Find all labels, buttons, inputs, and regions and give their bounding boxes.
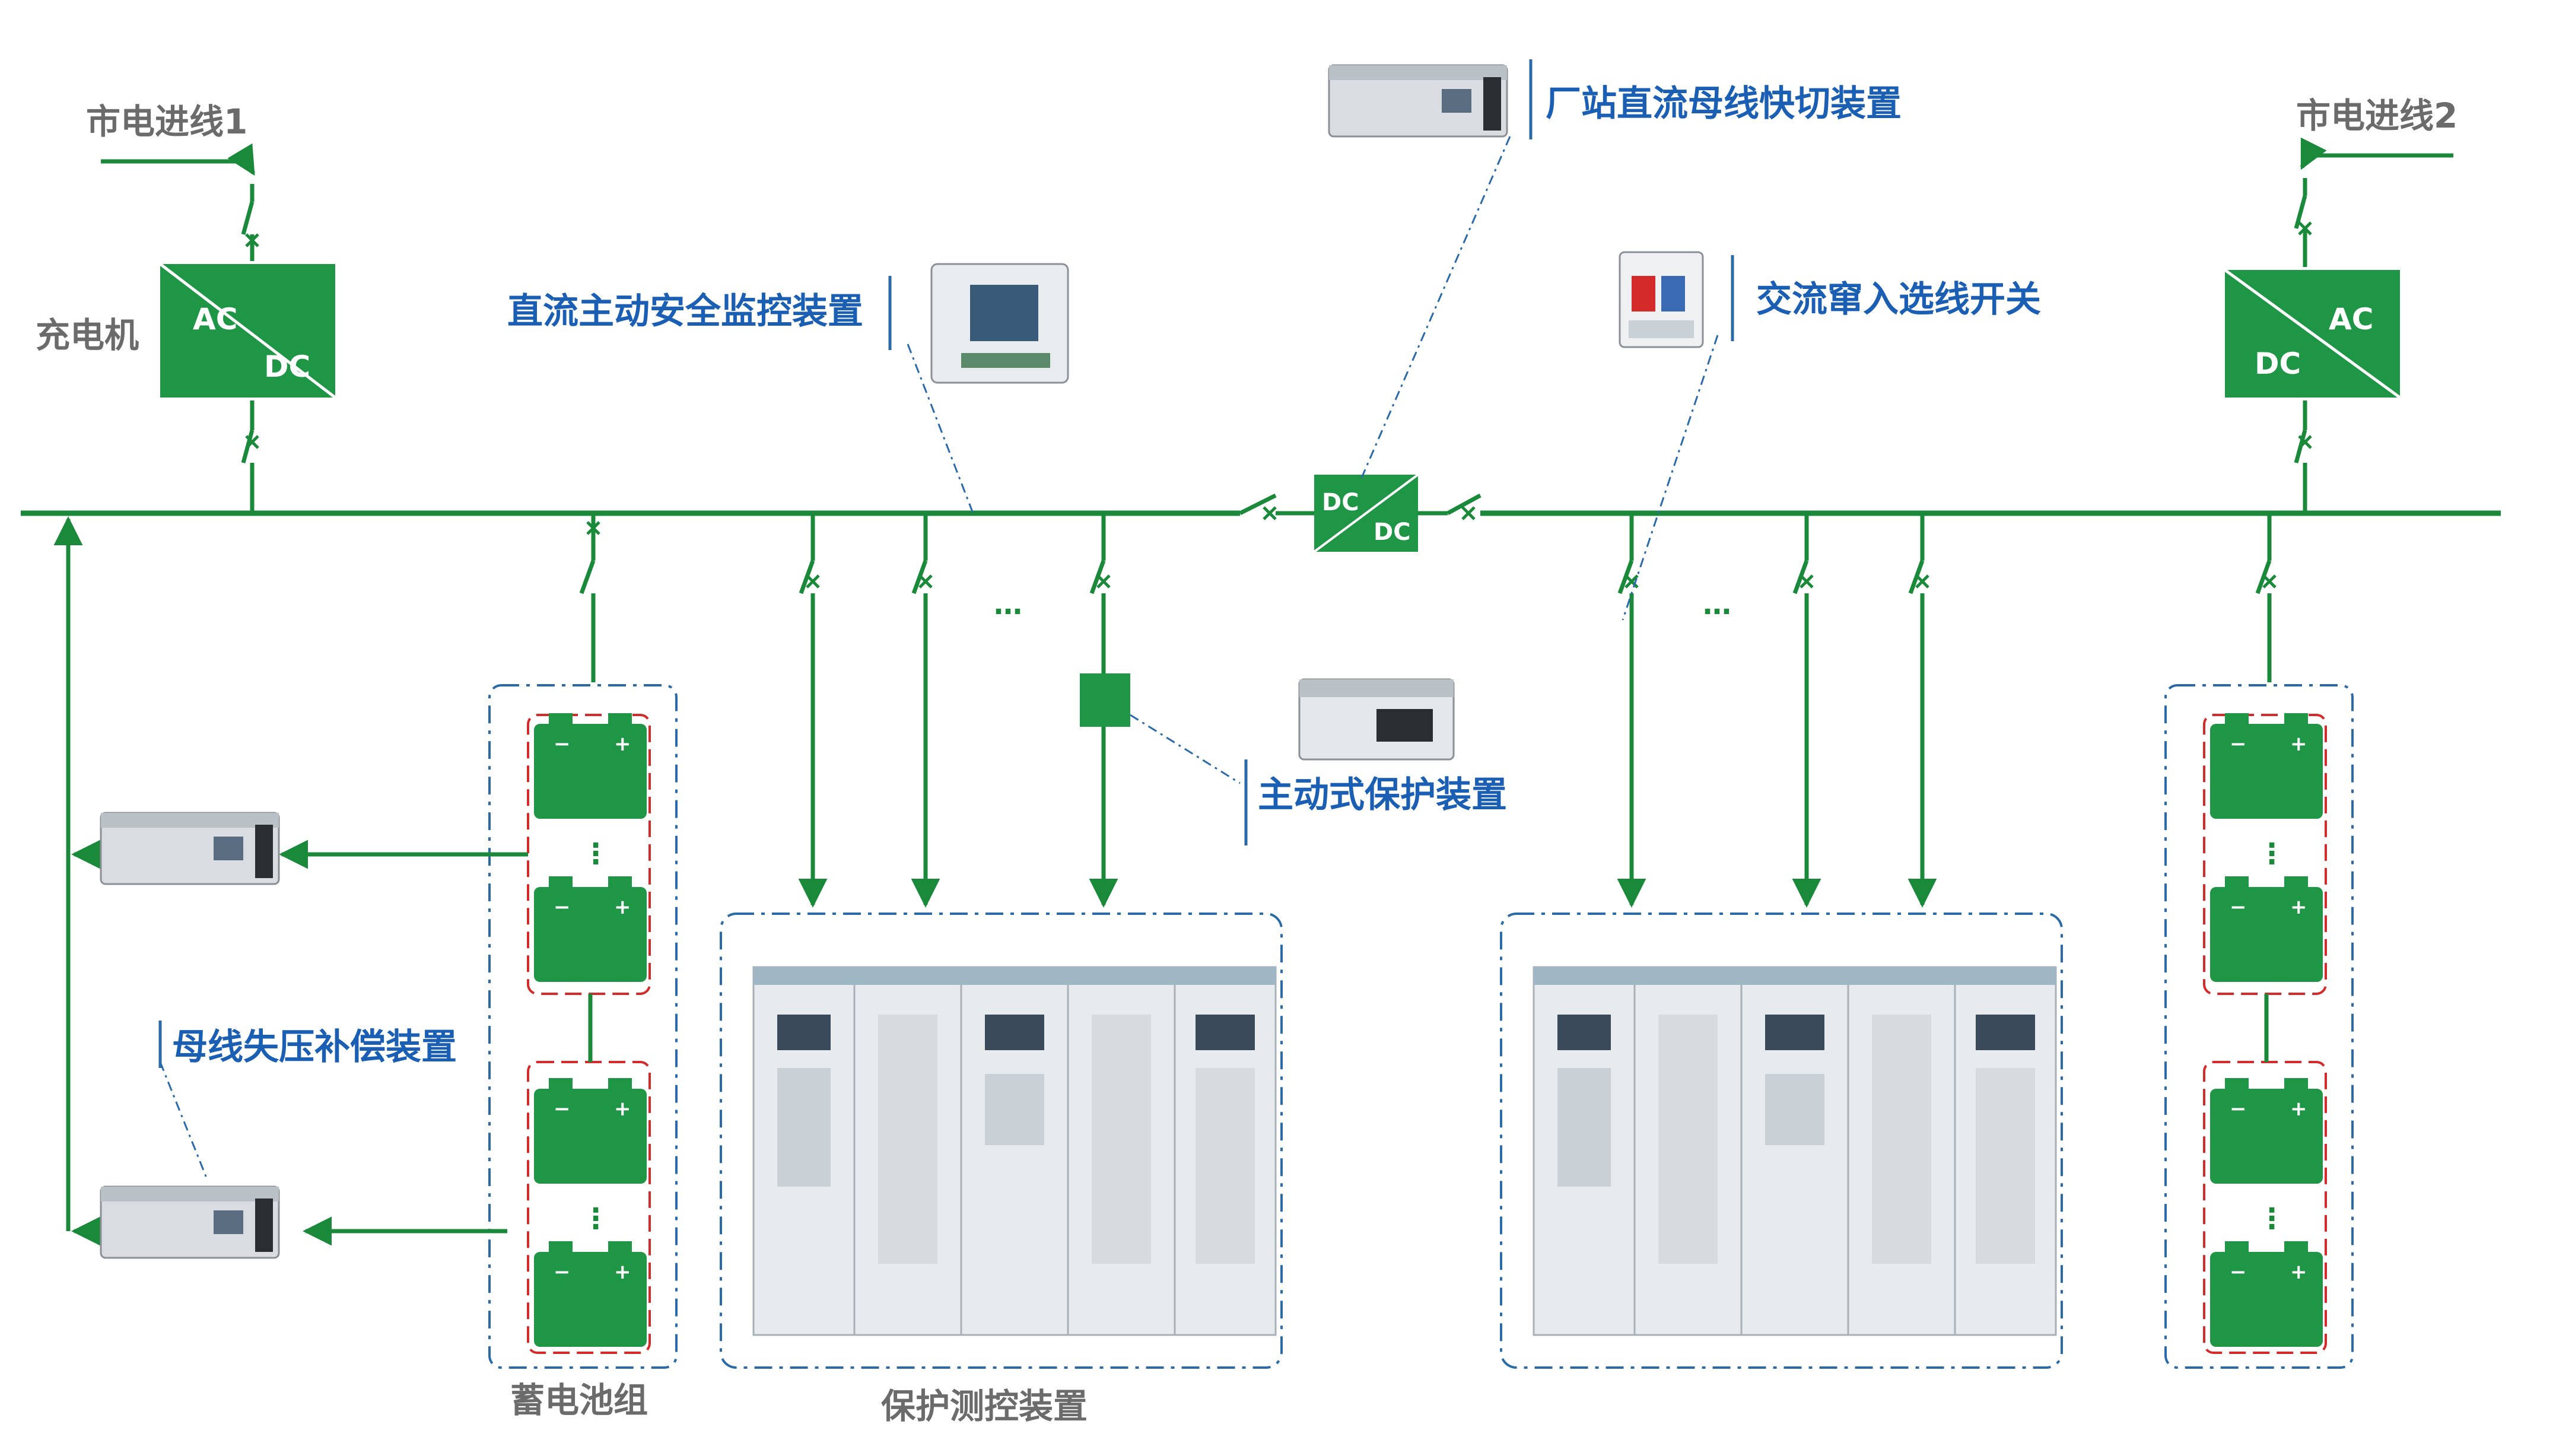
battery-neg-text: − xyxy=(2230,1260,2247,1284)
protection-cabinets-left-frame xyxy=(720,913,1283,1369)
protection-cabinets-right xyxy=(1533,966,2057,1336)
compensation-lines xyxy=(53,516,528,1246)
battery-pos-text: + xyxy=(614,1260,631,1284)
battery-neg-text: − xyxy=(554,1097,571,1121)
charger-ac-dc-box: AC DC xyxy=(159,263,336,399)
battery-pos-text: + xyxy=(2290,895,2307,919)
dc-monitor-pointer xyxy=(907,344,974,514)
battery-pos-text: + xyxy=(2290,1097,2307,1121)
bus-tie-marks xyxy=(1263,506,1476,520)
battery-neg-text: − xyxy=(2230,1097,2247,1121)
protection-cabinets-right-frame xyxy=(1500,913,2063,1369)
battery-vdots: ⋮ xyxy=(581,837,610,870)
charger-label: 充电机 xyxy=(36,315,139,355)
battery-cell: − + xyxy=(2210,713,2323,819)
battery-cell: − + xyxy=(534,1241,647,1347)
dcdc-bottom-text: DC xyxy=(1374,519,1411,546)
active-protection-pointer xyxy=(1130,714,1241,784)
active-protection-device xyxy=(1298,678,1455,761)
battery-neg-text: − xyxy=(2230,895,2247,919)
charger-2-ac-dc-box: AC DC xyxy=(2224,268,2401,399)
ac-intrusion-switch-device xyxy=(1619,251,1704,348)
feeders-left xyxy=(579,513,1118,908)
bus-fast-switch-label: 厂站直流母线快切装置 xyxy=(1546,83,1902,125)
ac-intrusion-pointer xyxy=(1622,335,1719,621)
battery-cell: − + xyxy=(2210,876,2323,982)
battery-vdots: ⋮ xyxy=(581,1202,610,1235)
charger-2-ac-text: AC xyxy=(2329,302,2373,336)
battery-cell: − + xyxy=(2210,1241,2323,1347)
battery-cell: − + xyxy=(2210,1078,2323,1184)
compensation-pointer xyxy=(159,1061,209,1181)
battery-neg-text: − xyxy=(554,1260,571,1284)
dc-monitor-device xyxy=(930,263,1069,384)
battery-vdots: ⋮ xyxy=(2258,837,2286,870)
charger-2-dc-text: DC xyxy=(2255,346,2301,381)
battery-neg-text: − xyxy=(554,895,571,919)
battery-pos-text: + xyxy=(614,895,631,919)
ac-intrusion-label: 交流窜入选线开关 xyxy=(1756,279,2041,320)
battery-bank-left-frame xyxy=(488,684,678,1369)
battery-neg-text: − xyxy=(554,732,571,756)
charger-dc-text: DC xyxy=(264,349,310,384)
battery-bank-label: 蓄电池组 xyxy=(510,1380,648,1420)
bus-fast-switch-pointer xyxy=(1360,136,1511,478)
battery-cell: − + xyxy=(534,713,647,819)
battery-vdots: ⋮ xyxy=(2258,1202,2286,1235)
dcdc-top-text: DC xyxy=(1322,489,1359,516)
battery-cell: − + xyxy=(534,1078,647,1184)
bus-compensation-label: 母线失压补偿装置 xyxy=(172,1026,457,1068)
grid-in-1-breaker-marks xyxy=(245,233,259,449)
dc-monitor-label: 直流主动安全监控装置 xyxy=(507,291,863,332)
compensation-device-upper xyxy=(100,812,280,885)
active-protection-node xyxy=(1080,673,1130,727)
grid-in-2-label: 市电进线2 xyxy=(2296,96,2457,136)
dc-dc-converter-box: DC DC xyxy=(1313,473,1419,553)
battery-pos-text: + xyxy=(2290,732,2307,756)
grid-in-2-breaker-marks xyxy=(2298,221,2312,449)
grid-in-1-label: 市电进线1 xyxy=(86,101,247,142)
protection-control-label: 保护测控装置 xyxy=(881,1386,1088,1426)
feeders-right xyxy=(1617,513,2272,908)
battery-pos-text: + xyxy=(614,1097,631,1121)
feeder-ellipsis-right: … xyxy=(1703,588,1731,621)
feeders-left-marks xyxy=(586,521,1111,589)
bus-fast-switch-device xyxy=(1328,64,1508,138)
bus-tie-switches xyxy=(1239,493,1481,516)
feeder-ellipsis-left: … xyxy=(994,588,1022,621)
battery-bank-right-frame xyxy=(2164,684,2354,1369)
battery-pos-text: + xyxy=(2290,1260,2307,1284)
feeders-right-marks xyxy=(1624,574,2277,589)
battery-pos-text: + xyxy=(614,732,631,756)
battery-neg-text: − xyxy=(2230,732,2247,756)
battery-cell: − + xyxy=(534,876,647,982)
charger-ac-text: AC xyxy=(193,302,237,336)
protection-cabinets-left xyxy=(752,966,1277,1336)
active-protection-label: 主动式保护装置 xyxy=(1258,774,1507,816)
compensation-device-lower xyxy=(100,1185,280,1259)
